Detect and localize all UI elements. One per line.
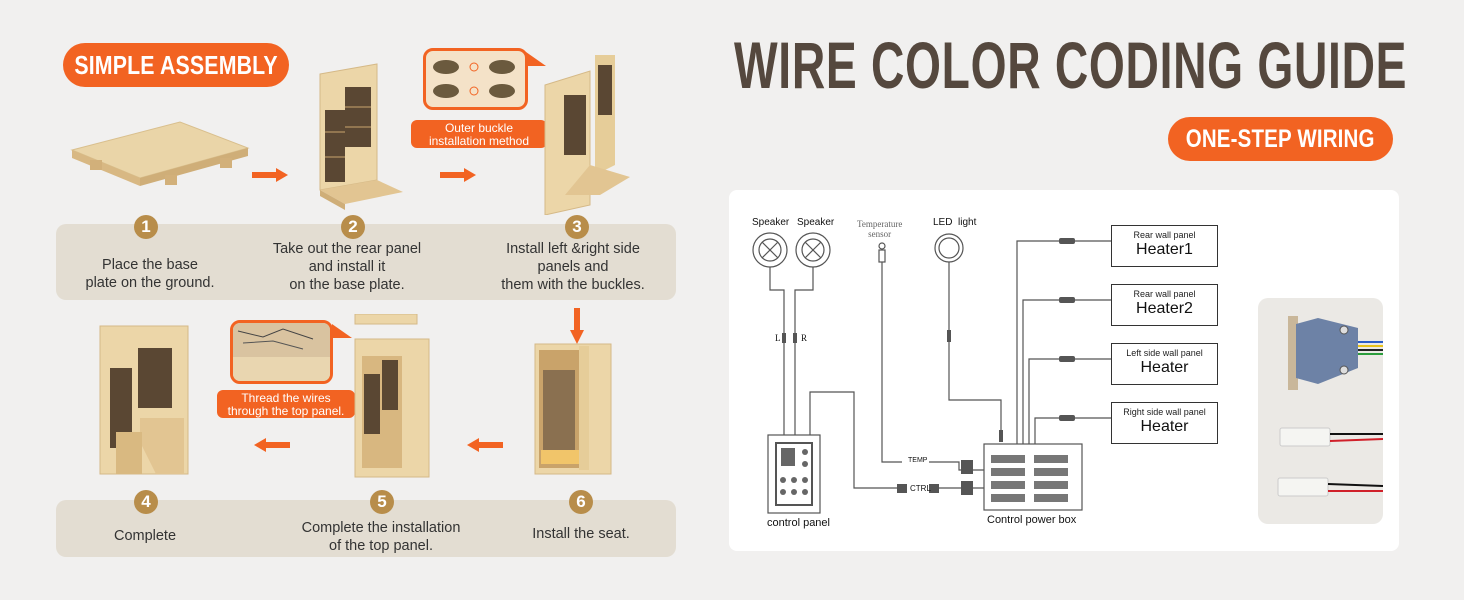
- left-channel-label: L: [775, 333, 781, 343]
- step-2-illustration: [319, 63, 403, 210]
- buckle-icons: [433, 60, 515, 98]
- step-3-text: Install left &right side panels and them…: [501, 241, 645, 293]
- speaker-left-label: Speaker: [752, 217, 790, 228]
- arrow-right-icon: [252, 168, 288, 182]
- step-5-badge: 5: [370, 490, 394, 514]
- power-box-label: Control power box: [987, 514, 1077, 526]
- cable-parts: [1277, 316, 1384, 497]
- step-6-text: Install the seat.: [532, 526, 630, 542]
- step-6-illustration: [534, 343, 612, 475]
- step-2-text: Take out the rear panel and install it o…: [272, 241, 422, 293]
- top-panel-photo: [230, 320, 333, 384]
- arrow-down-icon: [570, 308, 584, 344]
- step-2-badge: 2: [341, 215, 365, 239]
- temp-port-label: TEMP: [908, 457, 928, 464]
- step-1-text: Place the base plate on the ground.: [85, 257, 215, 291]
- step-5-text: Complete the installation of the top pan…: [301, 520, 461, 554]
- one-step-wiring-badge: ONE-STEP WIRING: [1168, 117, 1393, 161]
- step-3-illustration: [544, 55, 630, 215]
- wiring-diagram: [752, 232, 1111, 514]
- arrow-left-icon: [254, 438, 290, 452]
- temp-sensor-label: Temperature sensor: [857, 219, 903, 239]
- step-5-illustration: [354, 314, 430, 478]
- simple-assembly-badge: SIMPLE ASSEMBLY: [63, 43, 289, 87]
- callout-pointer: [332, 324, 352, 338]
- wire-photo: [233, 323, 330, 381]
- step-6-badge: 6: [569, 490, 593, 514]
- arrow-right-icon: [440, 168, 476, 182]
- step-1-badge: 1: [134, 215, 158, 239]
- simple-assembly-label: SIMPLE ASSEMBLY: [74, 49, 278, 80]
- d-sub-connector-icon: [1288, 316, 1383, 390]
- step-3-badge: 3: [565, 215, 589, 239]
- two-pin-connector-icon: [1279, 427, 1384, 447]
- buckle-callout: Outer buckle installation method: [411, 120, 547, 148]
- speaker-right-label: Speaker: [797, 217, 835, 228]
- wires-callout-text: Thread the wires through the top panel.: [227, 391, 345, 418]
- step-1-illustration: [70, 121, 250, 186]
- step-4-illustration: [99, 325, 189, 475]
- heater-box-4: Right side wall panel Heater: [1111, 402, 1218, 444]
- arrow-left-icon: [467, 438, 503, 452]
- control-panel-label: control panel: [767, 517, 830, 529]
- one-step-wiring-label: ONE-STEP WIRING: [1186, 124, 1375, 153]
- buckle-photo: [423, 48, 528, 110]
- heater-box-2: Rear wall panel Heater2: [1111, 284, 1218, 326]
- ctrl-port-label: CTRL: [910, 484, 931, 493]
- buckle-callout-text: Outer buckle installation method: [428, 121, 530, 148]
- wires-callout: Thread the wires through the top panel.: [217, 390, 355, 418]
- step-4-text: Complete: [113, 528, 177, 544]
- heater-box-3: Left side wall panel Heater: [1111, 343, 1218, 385]
- led-light-label: LED light: [933, 217, 977, 228]
- callout-pointer: [526, 52, 546, 66]
- cable-parts-card: [1258, 298, 1384, 524]
- two-pin-connector-icon: [1277, 477, 1384, 497]
- page-title: WIRE COLOR CODING GUIDE: [734, 28, 1408, 102]
- right-channel-label: R: [801, 333, 808, 343]
- step-4-badge: 4: [134, 490, 158, 514]
- heater-box-1: Rear wall panel Heater1: [1111, 225, 1218, 267]
